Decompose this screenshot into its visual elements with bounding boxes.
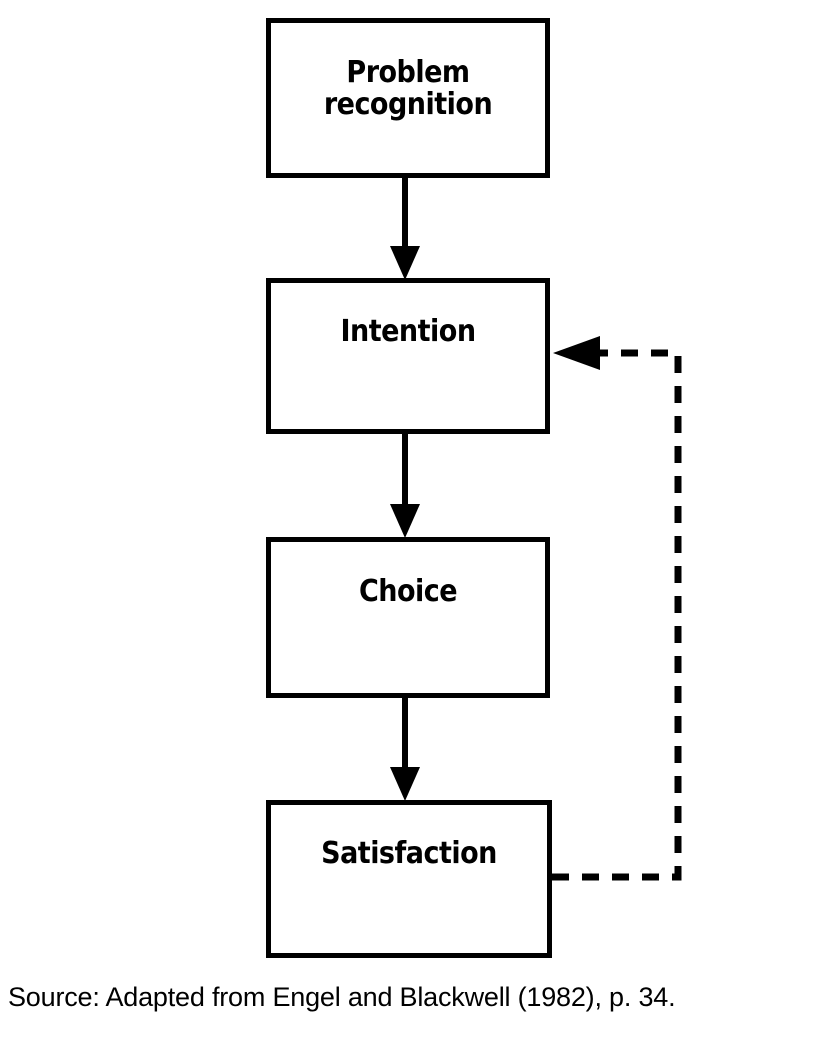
- node-satisfaction[interactable]: Satisfaction: [266, 800, 552, 958]
- connector-problem-recognition-to-intention: [390, 178, 420, 280]
- connector-choice-to-satisfaction: [390, 698, 420, 801]
- node-problem-recognition-label: Problem recognition: [323, 55, 493, 123]
- connector-intention-to-choice: [390, 434, 420, 538]
- node-satisfaction-label: Satisfaction: [321, 836, 497, 871]
- connector-satisfaction-to-intention-feedback: [552, 336, 682, 881]
- node-choice[interactable]: Choice: [266, 537, 550, 698]
- node-choice-label: Choice: [358, 574, 458, 609]
- node-intention[interactable]: Intention: [266, 278, 550, 434]
- node-problem-recognition[interactable]: Problem recognition: [266, 18, 550, 178]
- node-intention-label: Intention: [340, 314, 476, 349]
- source-caption: Source: Adapted from Engel and Blackwell…: [8, 982, 676, 1012]
